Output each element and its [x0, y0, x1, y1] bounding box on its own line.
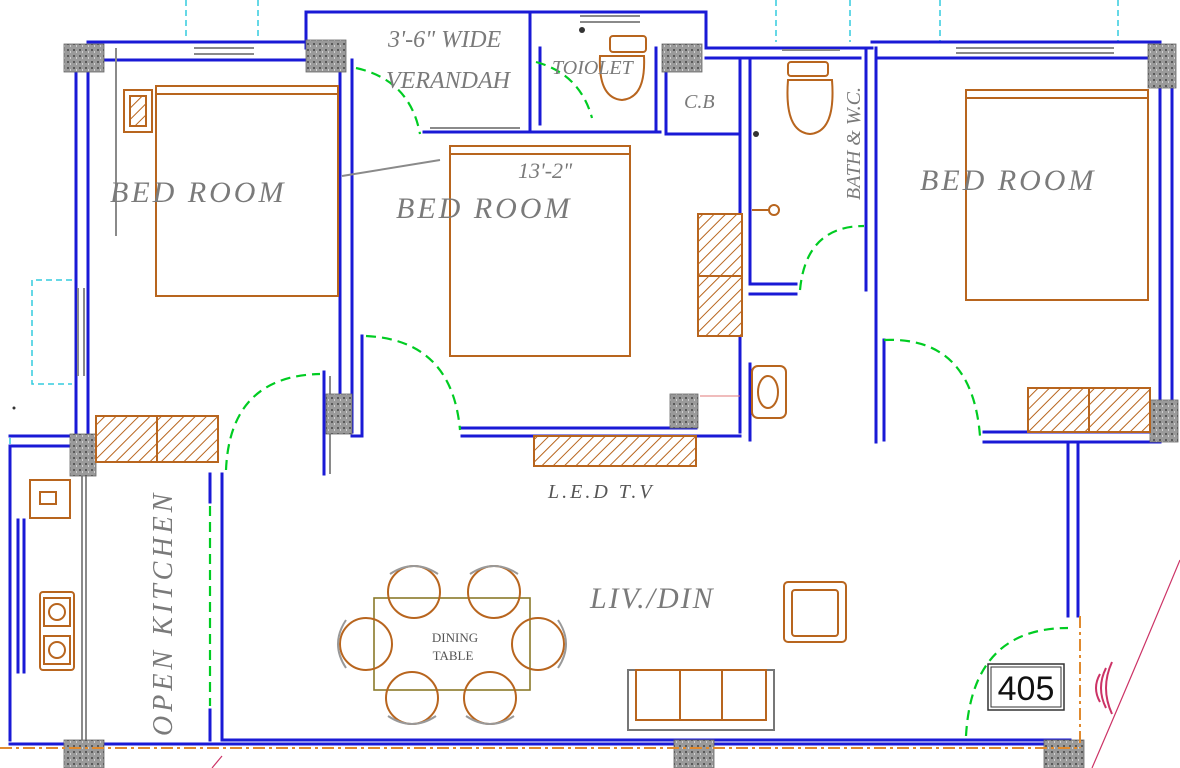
tv-unit: [533, 435, 697, 467]
room-labels: BED ROOM BED ROOM BED ROOM 3'-6" WIDE VE…: [110, 27, 1096, 736]
sink-icon: [29, 479, 71, 519]
label-living: LIV./DIN: [589, 582, 715, 615]
site-boundary: [0, 616, 1081, 749]
label-cupboard: C.B: [684, 91, 715, 113]
label-verandah-1: 3'-6" WIDE: [387, 27, 502, 53]
label-bedroom-middle: BED ROOM: [396, 192, 572, 225]
dimension-label: 13'-2": [518, 158, 573, 183]
armchair: [783, 581, 847, 643]
dining-chairs: [337, 565, 567, 725]
walls: [8, 10, 1174, 746]
toilet-icon: [598, 35, 647, 102]
fixtures: [12, 27, 759, 410]
label-toilet: TOIOLET: [552, 57, 635, 79]
nightstand-left: [123, 89, 153, 133]
curved-boundary: [1091, 559, 1180, 768]
washbasin-icon: [751, 365, 787, 419]
tap-icon: [768, 204, 780, 216]
unit-number: 405: [998, 670, 1055, 708]
dining-table: [373, 597, 531, 691]
annotations: 13'-2" L.E.D T.V DINING TABLE: [432, 158, 655, 663]
label-bedroom-left: BED ROOM: [110, 176, 286, 209]
bed-left: [155, 85, 339, 297]
label-bedroom-right: BED ROOM: [920, 164, 1096, 197]
dining-label-1: DINING: [432, 630, 478, 645]
label-bath: BATH & W.C.: [843, 87, 865, 200]
sensor-waves-icon: [1095, 661, 1113, 715]
stove-icon: [39, 591, 75, 671]
bath-toilet-icon: [786, 61, 834, 136]
partition-lines: [77, 15, 1114, 740]
label-kitchen: OPEN KITCHEN: [148, 490, 179, 736]
door-swings: [208, 60, 1069, 737]
furniture: [29, 35, 1151, 731]
sofa: [627, 669, 775, 731]
columns: [63, 39, 1179, 768]
bed-middle: [449, 145, 631, 357]
led-tv-label: L.E.D T.V: [547, 481, 655, 503]
dining-label-2: TABLE: [433, 648, 474, 663]
bed-right: [965, 89, 1149, 301]
unit-number-badge: 405: [987, 663, 1065, 711]
label-verandah-2: VERANDAH: [386, 68, 512, 94]
